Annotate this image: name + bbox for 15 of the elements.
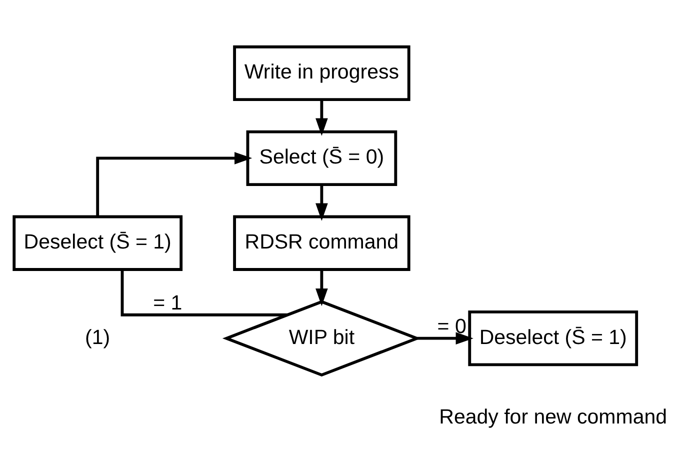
node-box: Write in progress <box>233 44 410 101</box>
arrow <box>316 184 328 220</box>
node-box: Deselect (S̄ = 1) <box>12 214 183 270</box>
node-label: Ready for new command <box>439 405 668 428</box>
node-box: Deselect (S̄ = 1) <box>468 310 638 366</box>
arrow <box>316 269 328 306</box>
node-label: (1) <box>85 325 110 348</box>
arrow <box>316 99 328 136</box>
arrow <box>417 332 474 344</box>
connector <box>120 269 288 316</box>
edge-label: = 1 <box>153 290 182 314</box>
edge-label: = 0 <box>437 314 466 338</box>
node-box: Select (S̄ = 0) <box>246 130 398 186</box>
arrow <box>96 152 252 216</box>
node-box: RDSR command <box>233 214 410 270</box>
